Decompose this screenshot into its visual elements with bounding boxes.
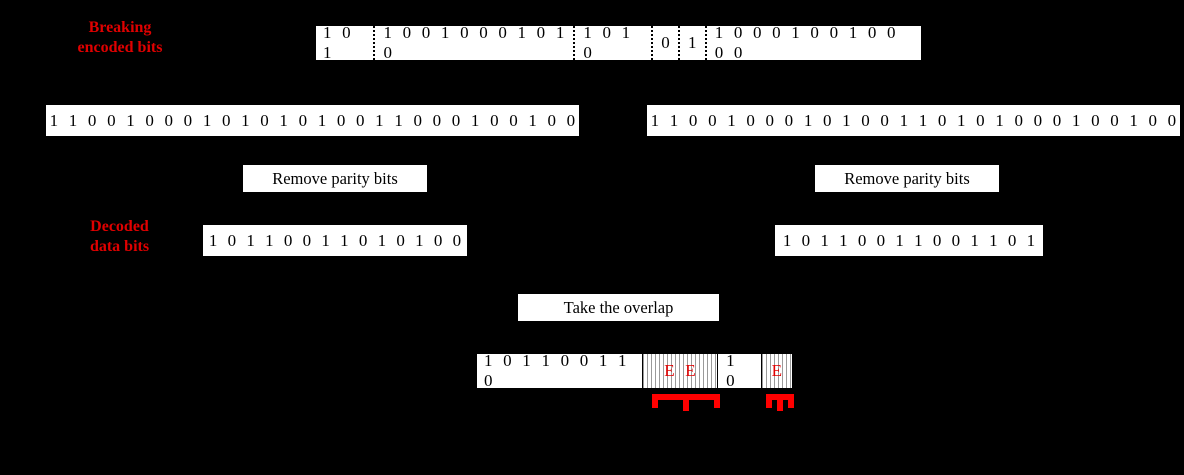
erasure-group-2: E bbox=[760, 354, 793, 388]
left-received-bits: 1 0 1 1 0 0 1 0 0 0 1 0 1 0 1 0 1 0 0 1 … bbox=[11, 110, 617, 130]
left-received-bits-box: 1 0 1 1 0 0 1 0 0 0 1 0 1 0 1 0 1 0 0 1 … bbox=[11, 104, 613, 137]
label-breaking-encoded-bits: Breaking encoded bits bbox=[77, 19, 163, 56]
encoded-bit-stream-box: 1 0 1 1 0 0 1 0 0 0 1 0 1 0 1 0 1 0 0 1 … bbox=[315, 23, 922, 62]
segment-divider-1 bbox=[373, 26, 376, 60]
right-remove-parity-bits-label: Remove parity bits bbox=[844, 168, 970, 188]
right-remove-parity-bits-box: Remove parity bits bbox=[814, 164, 1000, 193]
encoded-segment-6: 1 0 0 0 1 0 0 1 0 0 0 0 bbox=[714, 23, 899, 62]
overlap-result-prefix: 1 0 1 1 0 0 1 1 0 bbox=[477, 351, 643, 390]
encoded-segment-3: 1 0 1 0 bbox=[583, 23, 634, 62]
encoded-segment-2: 1 0 0 1 0 0 0 1 0 1 0 bbox=[383, 23, 568, 62]
right-received-bits-box: 1 0 1 1 0 0 1 0 0 0 1 0 1 0 0 1 1 0 1 0 … bbox=[612, 104, 1184, 137]
segment-divider-2 bbox=[573, 26, 576, 60]
right-decoded-bits: 1 0 1 1 0 0 1 1 0 0 1 1 0 1 bbox=[782, 230, 1039, 250]
encoded-segment-1: 1 0 1 bbox=[323, 23, 354, 62]
left-remove-parity-bits-label: Remove parity bits bbox=[272, 168, 398, 188]
take-the-overlap-box: Take the overlap bbox=[517, 293, 720, 322]
segment-divider-3 bbox=[651, 26, 654, 60]
overlap-result-box: 1 0 1 1 0 0 1 1 0 E E 1 0 E bbox=[476, 351, 794, 390]
take-the-overlap-label: Take the overlap bbox=[563, 297, 674, 317]
erasure-group-1: E E bbox=[642, 354, 719, 388]
segment-divider-4 bbox=[677, 26, 680, 60]
encoded-segment-4: 0 bbox=[661, 33, 673, 52]
label-decoded-data-bits: Decoded data bits bbox=[89, 218, 150, 255]
segment-divider-5 bbox=[704, 26, 707, 60]
erasure-brace-1 bbox=[652, 390, 720, 412]
overlap-result-middle: 1 0 bbox=[718, 351, 761, 390]
right-received-bits: 1 0 1 1 0 0 1 0 0 0 1 0 1 0 0 1 1 0 1 0 … bbox=[612, 110, 1184, 130]
left-remove-parity-bits-box: Remove parity bits bbox=[242, 164, 428, 193]
erasure-brace-2 bbox=[766, 390, 794, 412]
left-decoded-bits-box: 1 0 1 1 0 0 1 1 0 1 0 1 0 0 bbox=[202, 224, 468, 257]
right-decoded-bits-box: 1 0 1 1 0 0 1 1 0 0 1 1 0 1 bbox=[774, 224, 1044, 257]
left-decoded-bits: 1 0 1 1 0 0 1 1 0 1 0 1 0 0 bbox=[208, 230, 465, 250]
encoded-segment-5: 1 bbox=[687, 33, 700, 52]
